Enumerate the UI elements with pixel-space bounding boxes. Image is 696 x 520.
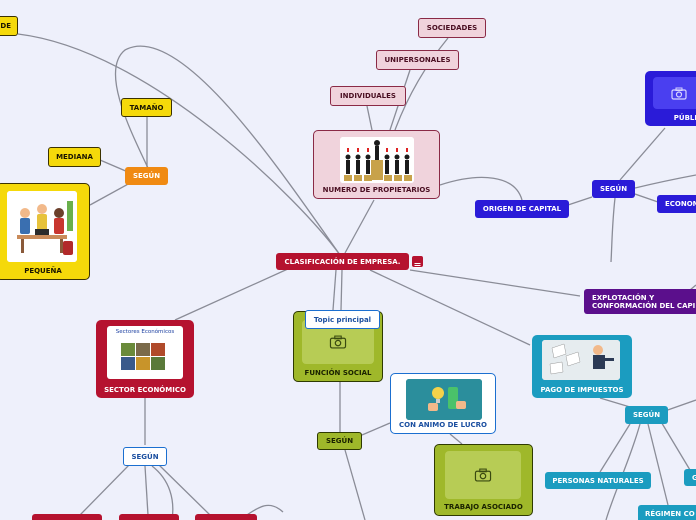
camera-icon — [445, 451, 521, 499]
node-sector-child-3[interactable] — [195, 514, 257, 520]
node-sociedades[interactable]: SOCIEDADES — [418, 18, 486, 38]
node-top-left-partial[interactable]: DE — [0, 16, 18, 36]
funcion-social-label: FUNCIÓN SOCIAL — [304, 369, 372, 377]
pequena-image — [7, 191, 77, 262]
node-explotacion[interactable]: EXPLOTACIÓN Y CONFORMACIÓN DEL CAPI — [584, 289, 696, 314]
node-sector-economico[interactable]: Sectores Económicos SECTOR ECONÓMICO — [96, 320, 194, 398]
office-people-illustration — [7, 191, 77, 262]
node-publica[interactable]: PÚBLI — [645, 71, 696, 126]
node-numero-propietarios[interactable]: NUMERO DE PROPIETARIOS — [313, 130, 440, 199]
lucro-image — [406, 379, 482, 420]
node-segun-sector[interactable]: SEGÚN — [123, 447, 167, 466]
pago-impuestos-label: PAGO DE IMPUESTOS — [540, 386, 624, 394]
con-animo-lucro-label: CON ANIMO DE LUCRO — [398, 421, 488, 429]
node-personas-naturales[interactable]: PERSONAS NATURALES — [545, 472, 651, 489]
pequena-label: PEQUEÑA — [24, 267, 62, 275]
explotacion-line2: CONFORMACIÓN DEL CAPI — [592, 301, 696, 310]
node-tamano[interactable]: TAMAÑO — [121, 98, 172, 117]
explotacion-line1: EXPLOTACIÓN Y — [592, 293, 655, 302]
node-regimen[interactable]: RÉGIMEN CO — [638, 505, 696, 520]
trabajo-asociado-label: TRABAJO ASOCIADO — [444, 503, 523, 511]
node-segun-social[interactable]: SEGÚN — [317, 432, 362, 450]
sector-image: Sectores Económicos — [107, 326, 183, 379]
node-trabajo-asociado[interactable]: TRABAJO ASOCIADO — [434, 444, 533, 516]
node-central[interactable]: CLASIFICACIÓN DE EMPRESA. — [276, 253, 409, 270]
node-pequena[interactable]: PEQUEÑA — [0, 183, 90, 280]
owners-illustration — [340, 137, 414, 183]
tax-image — [542, 340, 620, 380]
node-g-partial[interactable]: G — [684, 469, 696, 486]
node-individuales[interactable]: INDIVIDUALES — [330, 86, 406, 106]
sector-image-title: Sectores Económicos — [115, 329, 175, 335]
node-economica[interactable]: ECONOM — [657, 195, 696, 213]
node-sector-child-1[interactable] — [32, 514, 102, 520]
owners-image — [340, 137, 414, 183]
node-pago-impuestos[interactable]: PAGO DE IMPUESTOS — [532, 335, 632, 398]
publica-label: PÚBLI — [673, 114, 696, 122]
node-segun-size[interactable]: SEGÚN — [125, 167, 168, 185]
node-segun-capital[interactable]: SEGÚN — [592, 180, 635, 198]
numero-propietarios-label: NUMERO DE PROPIETARIOS — [322, 186, 431, 194]
node-topic-principal[interactable]: Topic principal — [305, 310, 380, 329]
node-con-animo-lucro[interactable]: CON ANIMO DE LUCRO — [390, 373, 496, 434]
sector-economico-label: SECTOR ECONÓMICO — [104, 386, 186, 394]
node-origen-capital[interactable]: ORIGEN DE CAPITAL — [475, 200, 569, 218]
node-mediana[interactable]: MEDIANA — [48, 147, 101, 167]
notes-icon[interactable] — [412, 256, 423, 268]
node-segun-impuestos[interactable]: SEGÚN — [625, 406, 668, 424]
node-sector-child-2[interactable] — [119, 514, 179, 520]
camera-icon — [653, 77, 696, 109]
node-unipersonales[interactable]: UNIPERSONALES — [376, 50, 459, 70]
